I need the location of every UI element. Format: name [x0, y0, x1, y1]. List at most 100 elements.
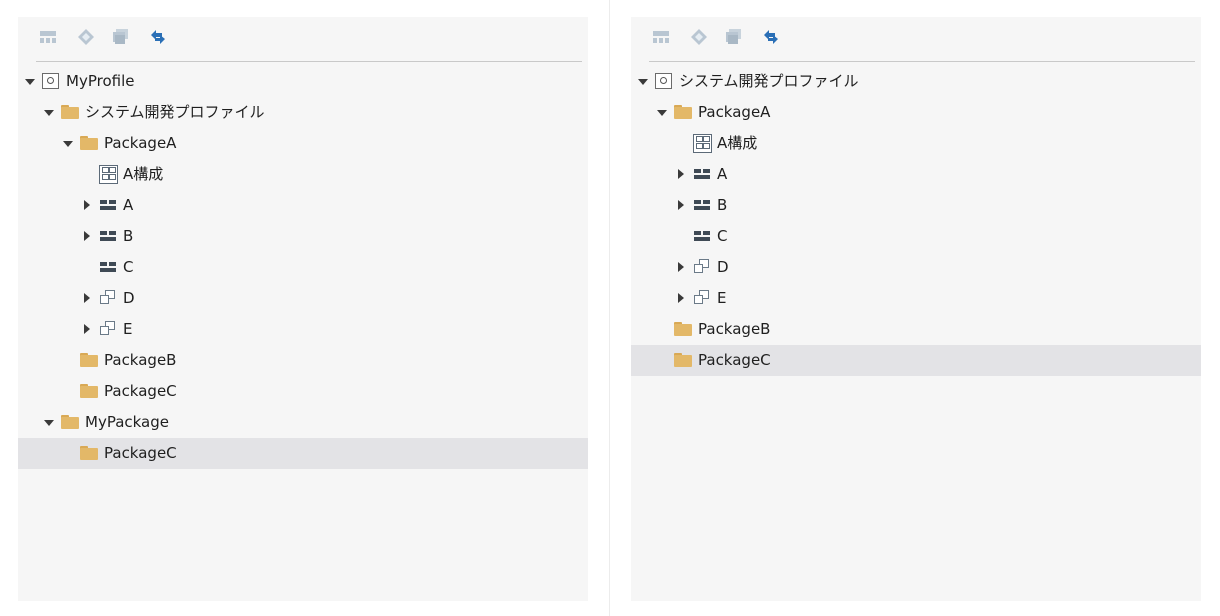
tree-node-mypackage-pkgc[interactable]: PackageC [18, 438, 588, 469]
tree-node-a-kosei[interactable]: A構成 [18, 159, 588, 190]
profile-icon [655, 73, 672, 89]
diamond-icon[interactable] [689, 27, 709, 47]
folder-icon [80, 383, 98, 400]
diamond-icon[interactable] [76, 27, 96, 47]
tree-node-myprofile[interactable]: MyProfile [18, 66, 588, 97]
stack-icon[interactable] [110, 27, 130, 47]
tree-node-pkgb[interactable]: PackageB [631, 314, 1201, 345]
stack-icon[interactable] [723, 27, 743, 47]
tree-node-pkgc[interactable]: PackageC [18, 376, 588, 407]
tree-node-label: PackageC [698, 351, 771, 369]
diagram-icon [693, 134, 712, 153]
panel-divider [609, 0, 610, 616]
tree-node-a-kosei[interactable]: A構成 [631, 128, 1201, 159]
chevron-right-icon[interactable] [80, 190, 94, 221]
tree-node-sysdev[interactable]: システム開発プロファイル [18, 97, 588, 128]
folder-icon [674, 104, 692, 121]
tree-node-label: PackageC [104, 444, 177, 462]
tree-node-label: E [717, 289, 727, 307]
tree-node-label: システム開発プロファイル [85, 103, 265, 121]
chevron-down-icon[interactable] [23, 66, 37, 97]
tree-node-label: B [717, 196, 728, 214]
tree-node-a[interactable]: A [18, 190, 588, 221]
block-icon [693, 166, 711, 183]
chevron-right-icon[interactable] [674, 252, 688, 283]
folder-icon [80, 352, 98, 369]
tree-node-label: A [717, 165, 728, 183]
tree-node-mypackage[interactable]: MyPackage [18, 407, 588, 438]
tree-node-label: E [123, 320, 133, 338]
component-icon [99, 321, 117, 338]
chevron-right-icon[interactable] [80, 221, 94, 252]
tree-node-b[interactable]: B [631, 190, 1201, 221]
component-icon [693, 259, 711, 276]
chevron-down-icon[interactable] [42, 407, 56, 438]
block-icon [99, 228, 117, 245]
tree-node-label: A構成 [123, 165, 164, 183]
tree-toolbar [631, 17, 1201, 62]
tree-node-pkga[interactable]: PackageA [631, 97, 1201, 128]
tree-node-label: PackageA [104, 134, 177, 152]
folder-icon [80, 135, 98, 152]
tree-node-label: A構成 [717, 134, 758, 152]
chevron-right-icon[interactable] [80, 283, 94, 314]
chevron-down-icon[interactable] [42, 97, 56, 128]
tree-node-label: D [717, 258, 729, 276]
layout-icon[interactable] [38, 27, 58, 47]
sync-icon[interactable] [148, 27, 168, 47]
tree-node-c[interactable]: C [631, 221, 1201, 252]
folder-icon [674, 321, 692, 338]
chevron-down-icon[interactable] [655, 97, 669, 128]
block-icon [99, 259, 117, 276]
toolbar-separator [36, 61, 582, 62]
block-icon [693, 197, 711, 214]
chevron-right-icon[interactable] [674, 283, 688, 314]
component-icon [693, 290, 711, 307]
folder-icon [61, 414, 79, 431]
block-icon [99, 197, 117, 214]
tree-node-label: PackageC [104, 382, 177, 400]
tree-node-b[interactable]: B [18, 221, 588, 252]
tree-node-label: C [717, 227, 728, 245]
chevron-down-icon[interactable] [61, 128, 75, 159]
folder-icon [80, 445, 98, 462]
tree-node-label: A [123, 196, 134, 214]
layout-icon[interactable] [651, 27, 671, 47]
tree-node-a[interactable]: A [631, 159, 1201, 190]
tree-node-label: PackageB [104, 351, 177, 369]
chevron-down-icon[interactable] [636, 66, 650, 97]
tree-node-label: C [123, 258, 134, 276]
folder-icon [61, 104, 79, 121]
tree-node-label: MyPackage [85, 413, 169, 431]
diagram-icon [99, 165, 118, 184]
tree-node-label: MyProfile [66, 72, 135, 90]
tree-node-d[interactable]: D [18, 283, 588, 314]
chevron-right-icon[interactable] [80, 314, 94, 345]
chevron-right-icon[interactable] [674, 190, 688, 221]
tree-node-d[interactable]: D [631, 252, 1201, 283]
tree-node-pkgc[interactable]: PackageC [631, 345, 1201, 376]
toolbar-separator [649, 61, 1195, 62]
tree-node-label: B [123, 227, 134, 245]
tree-node-c[interactable]: C [18, 252, 588, 283]
tree-node-label: システム開発プロファイル [679, 72, 859, 90]
tree-node-e[interactable]: E [631, 283, 1201, 314]
tree-node-e[interactable]: E [18, 314, 588, 345]
sync-icon[interactable] [761, 27, 781, 47]
chevron-right-icon[interactable] [674, 159, 688, 190]
component-icon [99, 290, 117, 307]
folder-icon [674, 352, 692, 369]
tree-node-pkga[interactable]: PackageA [18, 128, 588, 159]
block-icon [693, 228, 711, 245]
profile-icon [42, 73, 59, 89]
tree-toolbar [18, 17, 588, 62]
tree-node-label: D [123, 289, 135, 307]
tree-node-label: PackageA [698, 103, 771, 121]
tree-node-pkgb[interactable]: PackageB [18, 345, 588, 376]
tree-node-label: PackageB [698, 320, 771, 338]
tree-node-sysdev[interactable]: システム開発プロファイル [631, 66, 1201, 97]
